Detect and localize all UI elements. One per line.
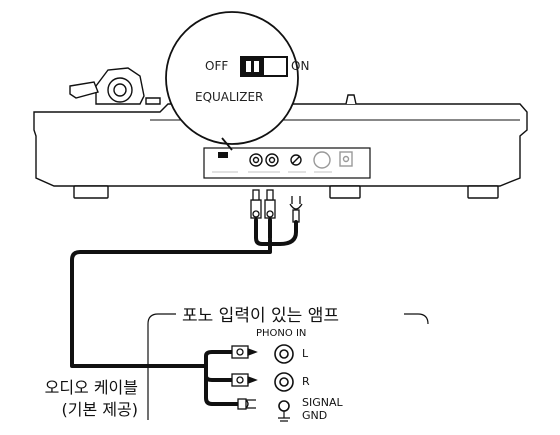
panel-switch (218, 152, 228, 158)
equalizer-callout (165, 11, 299, 151)
panel-usb (313, 151, 331, 169)
amp-plugs (231, 345, 258, 410)
phono-in-label: PHONO IN (256, 328, 307, 339)
jack-signal-gnd (278, 400, 290, 412)
headshell (69, 81, 99, 99)
jack-l-label: L (302, 347, 309, 360)
cable-label: 오디오 케이블 (기본 제공) (12, 377, 138, 421)
jack-signal-label: SIGNAL (302, 396, 343, 409)
equalizer-title: EQUALIZER (195, 90, 264, 104)
jack-gnd-label: GND (302, 409, 328, 422)
jack-r-label: R (302, 375, 310, 388)
turntable-foot (329, 185, 361, 199)
equalizer-off-label: OFF (205, 59, 229, 73)
turntable-foot (73, 185, 109, 199)
turntable-plugs (250, 189, 303, 223)
audio-cable (70, 218, 298, 406)
turntable-foot (467, 185, 499, 199)
amplifier-panel (147, 313, 429, 420)
turntable (33, 67, 528, 199)
amplifier-jacks (274, 344, 294, 422)
equalizer-on-label: ON (291, 59, 310, 73)
cable-label-line1: 오디오 케이블 (44, 378, 138, 397)
turntable-deck (33, 103, 528, 187)
cable-label-line2: (기본 제공) (61, 400, 138, 419)
amplifier-title: 포노 입력이 있는 앰프 (176, 301, 345, 326)
